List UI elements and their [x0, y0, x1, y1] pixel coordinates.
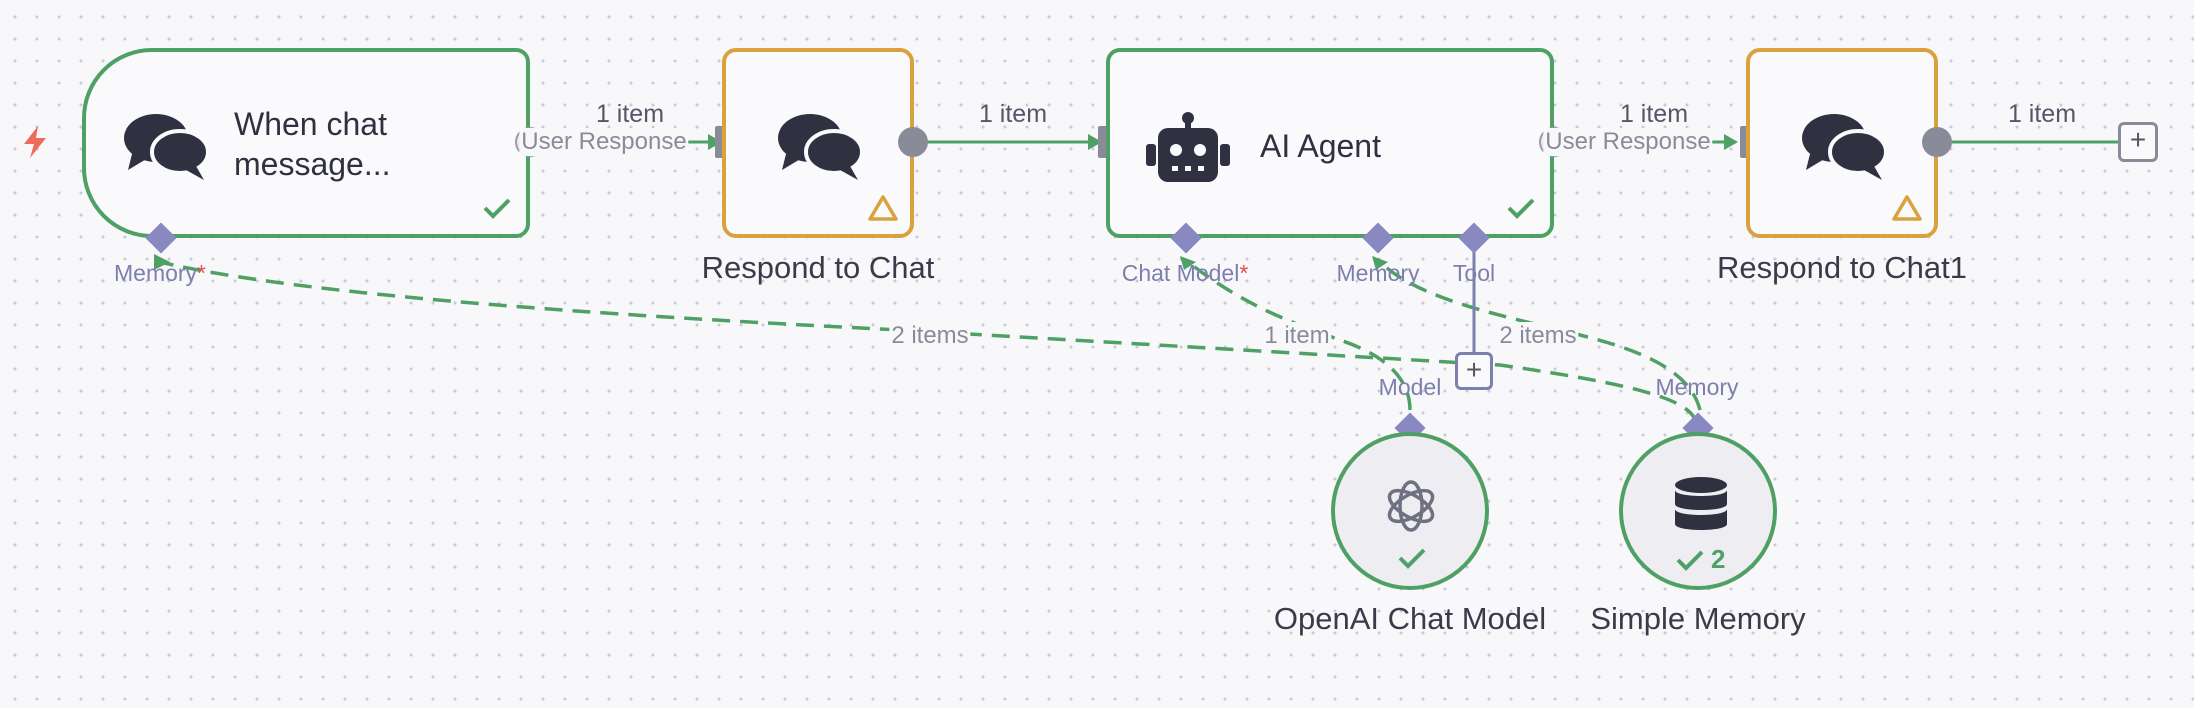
node-ai-agent[interactable]: AI Agent — [1106, 48, 1554, 238]
edge-count-label: 2 items — [1497, 322, 1579, 350]
check-icon — [483, 198, 511, 219]
check-icon — [1507, 198, 1535, 219]
node-respond-to-chat[interactable] — [722, 48, 914, 238]
arrowhead — [1724, 134, 1738, 150]
chat-model-port-label: Chat Model* — [1122, 260, 1249, 287]
node-openai-chat-model[interactable] — [1331, 432, 1489, 590]
edge-count-label: 1 item — [595, 100, 665, 128]
memory-port-text: Memory — [113, 260, 198, 286]
database-icon — [1675, 477, 1727, 530]
edge-count-label: 1 item — [978, 100, 1048, 128]
lightning-icon — [24, 126, 46, 158]
chat-bubbles-icon — [1802, 114, 1888, 180]
check-icon — [1398, 548, 1426, 569]
node-simple-memory[interactable]: 2 — [1619, 432, 1777, 590]
edge-count-label: 1 item — [2007, 100, 2077, 128]
wire-memory-to-agent[interactable] — [1378, 260, 1702, 411]
edge-type-label: User Response — [519, 128, 689, 156]
node-label: Respond to Chat — [701, 250, 935, 285]
warning-icon — [1892, 195, 1922, 221]
node-title: When chat message... — [234, 104, 391, 184]
edge-type-label: User Response — [1543, 128, 1713, 156]
arrowhead — [1180, 256, 1196, 270]
add-tool-button[interactable]: + — [1455, 352, 1493, 390]
output-port[interactable] — [898, 127, 928, 157]
run-count: 2 — [1711, 544, 1726, 574]
memory-port-label: Memory — [1655, 374, 1739, 400]
edge-count-label: 1 item — [1262, 322, 1332, 350]
wire-memory-to-trigger[interactable] — [159, 260, 1698, 423]
arrowhead — [154, 254, 170, 270]
node-title-line2: message... — [234, 146, 391, 182]
chat-bubbles-icon — [124, 114, 210, 180]
add-node-button[interactable]: + — [2118, 122, 2158, 162]
edge-count-label: 2 items — [889, 322, 971, 350]
warning-icon — [868, 195, 898, 221]
node-title: AI Agent — [1260, 128, 1381, 164]
arrowhead — [1088, 134, 1102, 150]
edge-count-label: 1 item — [1619, 100, 1689, 128]
required-mark: * — [197, 260, 207, 286]
robot-icon — [1146, 112, 1230, 182]
memory-port-label: Memory* — [114, 260, 206, 287]
node-title-line1: When chat — [234, 106, 387, 142]
check-icon — [1676, 550, 1704, 571]
node-label: Respond to Chat1 — [1717, 250, 1967, 285]
output-port[interactable] — [1922, 127, 1952, 157]
chat-model-port-text: Chat Model — [1121, 260, 1240, 286]
required-mark: * — [1239, 260, 1249, 286]
node-respond-to-chat1[interactable] — [1746, 48, 1938, 238]
chat-bubbles-icon — [778, 114, 864, 180]
node-label: OpenAI Chat Model — [1273, 601, 1547, 636]
node-chat-trigger[interactable]: When chat message... — [82, 48, 530, 238]
openai-logo-icon — [1387, 480, 1435, 532]
arrowhead — [1372, 256, 1388, 270]
model-port-label: Model — [1378, 374, 1442, 400]
wire-model-to-agent[interactable] — [1186, 260, 1412, 411]
node-label: Simple Memory — [1590, 601, 1806, 636]
tool-port-label: Tool — [1452, 260, 1496, 286]
memory-port-label: Memory — [1336, 260, 1420, 286]
